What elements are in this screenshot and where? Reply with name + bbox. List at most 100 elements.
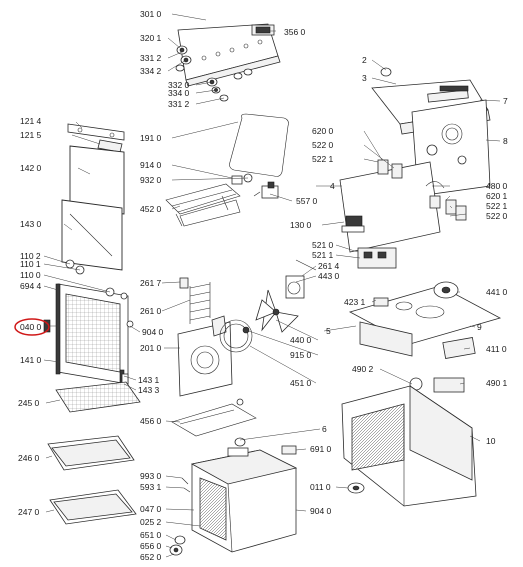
part-label: 490 2: [352, 364, 374, 374]
part-label: 915 0: [290, 350, 312, 360]
part-label: 130 0: [290, 220, 312, 230]
thermostat: [253, 181, 279, 199]
part-label: 3: [362, 73, 367, 83]
oven-door-seal: [229, 113, 289, 177]
part-label: 040 0: [20, 322, 42, 332]
part-label: 025 2: [140, 517, 162, 527]
convection-fan: [255, 289, 299, 333]
part-label: 047 0: [140, 504, 162, 514]
part-label: 10: [486, 436, 496, 446]
part-label: 651 0: [140, 530, 162, 540]
part-label: 522 0: [312, 140, 334, 150]
part-label: 8: [503, 136, 508, 146]
part-label: 521 1: [312, 250, 334, 260]
part-label: 121 5: [20, 130, 42, 140]
oven-outer-casing: [341, 385, 477, 507]
part-label: 904 0: [310, 506, 332, 516]
grill-heating-element: [165, 183, 241, 227]
part-label: 522 1: [486, 201, 508, 211]
inner-door-glass: [61, 199, 123, 271]
part-label: 261 7: [140, 278, 162, 288]
part-label: 334 0: [168, 88, 190, 98]
oven-cavity: [190, 447, 298, 553]
part-label: 451 0: [290, 378, 312, 388]
part-label: 6: [322, 424, 327, 434]
part-label: 480 0: [486, 181, 508, 191]
part-label: 261 4: [318, 261, 340, 271]
part-label: 332 0: [168, 80, 190, 90]
part-label: 423 1: [344, 297, 366, 307]
oven-lamp: [409, 377, 465, 393]
part-label: 356 0: [284, 27, 306, 37]
drip-tray: [47, 435, 135, 471]
part-label: 143 1: [138, 375, 160, 385]
bottom-heating-element: [171, 398, 257, 437]
part-label: 993 0: [140, 471, 162, 481]
part-label: 452 0: [140, 204, 162, 214]
part-label: 904 0: [142, 327, 164, 337]
part-label: 620 0: [312, 126, 334, 136]
oven-feet: [169, 535, 186, 556]
part-label: 142 0: [20, 163, 42, 173]
outer-door-glass: [69, 145, 125, 215]
part-label: 557 0: [296, 196, 318, 206]
relay-board: [357, 247, 397, 269]
part-label: 110 0: [20, 270, 41, 280]
part-label: 656 0: [140, 541, 162, 551]
part-label: 331 2: [140, 53, 162, 63]
part-label: 4: [330, 181, 335, 191]
part-label: 320 1: [140, 33, 162, 43]
part-label: 932 0: [140, 175, 162, 185]
fan-motor: [285, 259, 317, 299]
part-label: 9: [477, 322, 482, 332]
part-label: 7: [503, 96, 508, 106]
control-knobs: [175, 45, 253, 102]
control-panel-fascia: [177, 23, 281, 87]
fan-cover: [177, 315, 233, 397]
part-label: 411 0: [486, 344, 507, 354]
wire-shelf: [55, 381, 141, 413]
oven-top-panel: [348, 281, 502, 359]
part-label: 443 0: [318, 271, 340, 281]
part-label: 914 0: [140, 160, 162, 170]
part-label: 521 0: [312, 240, 334, 250]
part-label: 620 1: [486, 191, 508, 201]
highlight-circle: [14, 318, 50, 336]
part-label: 143 3: [138, 385, 160, 395]
inner-door-frame: [55, 259, 134, 385]
part-label: 334 2: [140, 66, 162, 76]
part-label: 694 4: [20, 281, 42, 291]
part-label: 593 1: [140, 482, 162, 492]
leader-lines: [43, 13, 501, 558]
part-label: 011 0: [310, 482, 331, 492]
part-label: 2: [362, 55, 367, 65]
shelf-supports: [179, 277, 211, 324]
baking-tray: [49, 489, 137, 525]
part-label: 440 0: [290, 335, 312, 345]
terminal-block: [341, 215, 365, 233]
screws: [181, 477, 191, 493]
part-label: 245 0: [18, 398, 40, 408]
part-label: 110 2: [20, 251, 41, 261]
thermostat-connectors: [231, 173, 253, 185]
part-label: 522 1: [312, 154, 334, 164]
part-label: 261 0: [140, 306, 162, 316]
part-label: 652 0: [140, 552, 162, 562]
part-label: 246 0: [18, 453, 40, 463]
part-label: 247 0: [18, 507, 40, 517]
part-label: 201 0: [140, 343, 162, 353]
part-label: 522 0: [486, 211, 508, 221]
part-label: 110 1: [20, 259, 41, 269]
part-label: 490 1: [486, 378, 508, 388]
part-label: 121 4: [20, 116, 42, 126]
display-module: [251, 24, 275, 36]
part-label: 143 0: [20, 219, 42, 229]
part-label: 301 0: [140, 9, 162, 19]
part-label: 5: [326, 326, 331, 336]
part-label: 456 0: [140, 416, 162, 426]
part-label: 691 0: [310, 444, 332, 454]
thermal-fuse: [347, 482, 365, 494]
part-label: 331 2: [168, 99, 190, 109]
part-label: 191 0: [140, 133, 162, 143]
